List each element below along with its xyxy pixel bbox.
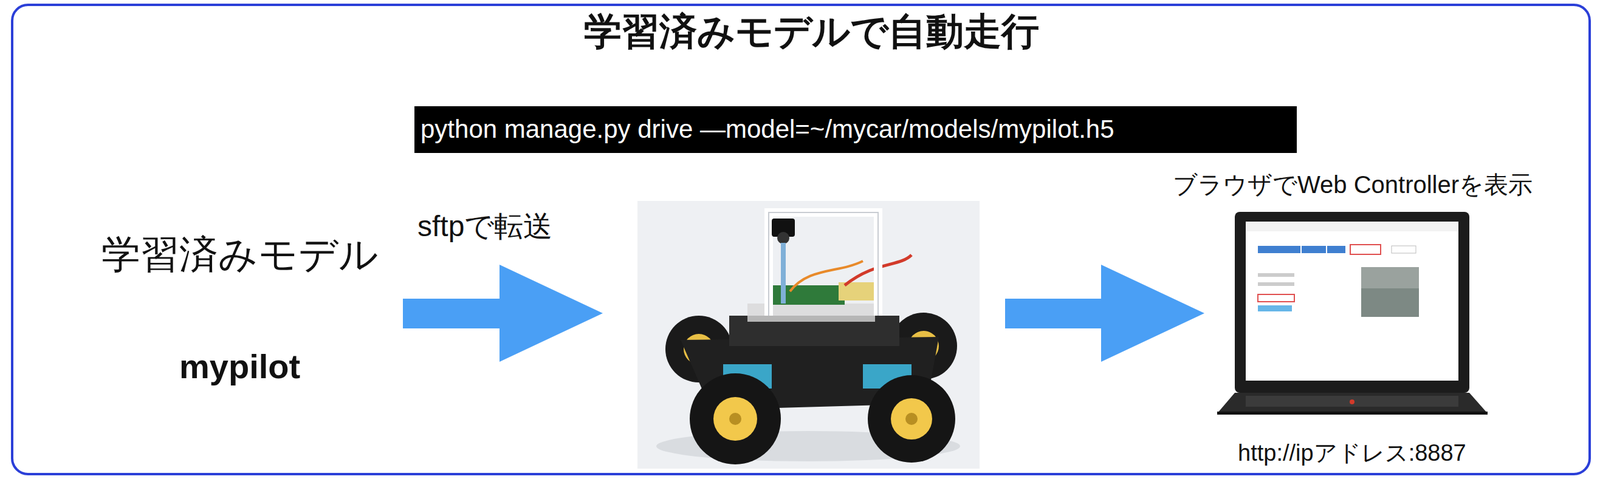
- wire: [789, 261, 863, 292]
- model-name: mypilot: [179, 347, 301, 387]
- camera-view-wall: [1361, 267, 1419, 289]
- keyboard: [1245, 396, 1459, 408]
- transfer-arrow: [402, 264, 603, 363]
- laptop-screen: [1245, 221, 1459, 382]
- trackpoint: [1349, 399, 1355, 405]
- wheel: [867, 375, 956, 464]
- frame-border: [12, 4, 1590, 475]
- block-arrow: [402, 264, 603, 363]
- screen-select: [1350, 244, 1381, 255]
- roll-cage: [768, 212, 879, 316]
- laptop-lid: [1234, 212, 1470, 394]
- screen-button: [1301, 246, 1326, 254]
- diagram-title: 学習済みモデルで自動走行: [583, 9, 1040, 53]
- command-bar: python manage.py drive —model=~/mycar/mo…: [414, 106, 1297, 154]
- screen-select: [1391, 246, 1416, 254]
- screen-field: [1257, 273, 1295, 278]
- screen-button: [1257, 246, 1301, 254]
- command-text: python manage.py drive —model=~/mycar/mo…: [420, 114, 1291, 145]
- roll-cage-edge: [768, 212, 879, 316]
- screen-header: [1245, 221, 1459, 232]
- source-label: 学習済みモデル: [101, 232, 379, 278]
- display-arrow: [1005, 264, 1205, 363]
- url-label: http://ipアドレス:8887: [1237, 440, 1467, 468]
- laptop-edge: [1217, 412, 1488, 416]
- wheel: [689, 373, 781, 465]
- screen-button: [1327, 246, 1346, 254]
- photo-ground: [637, 201, 980, 470]
- wheel-nut: [905, 413, 918, 426]
- wheel-nut: [729, 413, 742, 426]
- screen-field: [1257, 282, 1295, 287]
- laptop: [1217, 212, 1488, 416]
- block-arrow: [1005, 264, 1205, 363]
- wheel-hub: [713, 397, 758, 442]
- laptop-base: [1217, 393, 1488, 414]
- wheel-hub: [890, 398, 933, 440]
- car-photo: [637, 201, 980, 470]
- camera-view: [1361, 267, 1419, 318]
- screen-select: [1257, 294, 1295, 303]
- ribbon-cable: [780, 243, 786, 304]
- screen-button: [1257, 305, 1292, 312]
- camera-lens: [777, 232, 790, 245]
- arrow-label: sftpで転送: [417, 209, 553, 244]
- display-label: ブラウザでWeb Controllerを表示: [1172, 170, 1533, 199]
